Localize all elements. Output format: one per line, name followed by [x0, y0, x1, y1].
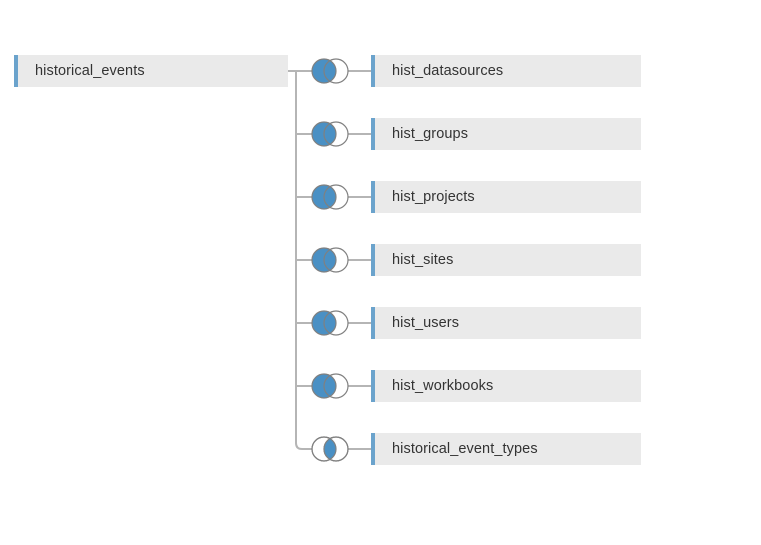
table-name-label: historical_events: [35, 63, 145, 79]
venn-left-join-icon[interactable]: [310, 184, 350, 210]
venn-left-join-icon[interactable]: [310, 373, 350, 399]
table-name-label: hist_projects: [392, 189, 475, 205]
table-pill-child[interactable]: hist_projects: [371, 181, 641, 213]
pill-accent-bar: [371, 118, 375, 150]
table-name-label: hist_sites: [392, 252, 454, 268]
table-name-label: hist_users: [392, 315, 460, 331]
pill-accent-bar: [371, 244, 375, 276]
table-name-label: hist_groups: [392, 126, 469, 142]
table-pill-root[interactable]: historical_events: [14, 55, 288, 87]
pill-accent-bar: [371, 55, 375, 87]
table-pill-child[interactable]: hist_groups: [371, 118, 641, 150]
table-pill-child[interactable]: historical_event_types: [371, 433, 641, 465]
venn-left-join-icon[interactable]: [310, 310, 350, 336]
pill-accent-bar: [371, 433, 375, 465]
table-name-label: hist_datasources: [392, 63, 504, 79]
pill-accent-bar: [371, 181, 375, 213]
table-name-label: hist_workbooks: [392, 378, 494, 394]
venn-left-join-icon[interactable]: [310, 58, 350, 84]
pill-accent-bar: [371, 370, 375, 402]
table-pill-child[interactable]: hist_workbooks: [371, 370, 641, 402]
pill-accent-bar: [371, 307, 375, 339]
table-pill-child[interactable]: hist_datasources: [371, 55, 641, 87]
table-name-label: historical_event_types: [392, 441, 538, 457]
pill-accent-bar: [14, 55, 18, 87]
table-pill-child[interactable]: hist_users: [371, 307, 641, 339]
venn-inner-join-icon[interactable]: [310, 436, 350, 462]
venn-left-join-icon[interactable]: [310, 247, 350, 273]
venn-left-join-icon[interactable]: [310, 121, 350, 147]
table-pill-child[interactable]: hist_sites: [371, 244, 641, 276]
